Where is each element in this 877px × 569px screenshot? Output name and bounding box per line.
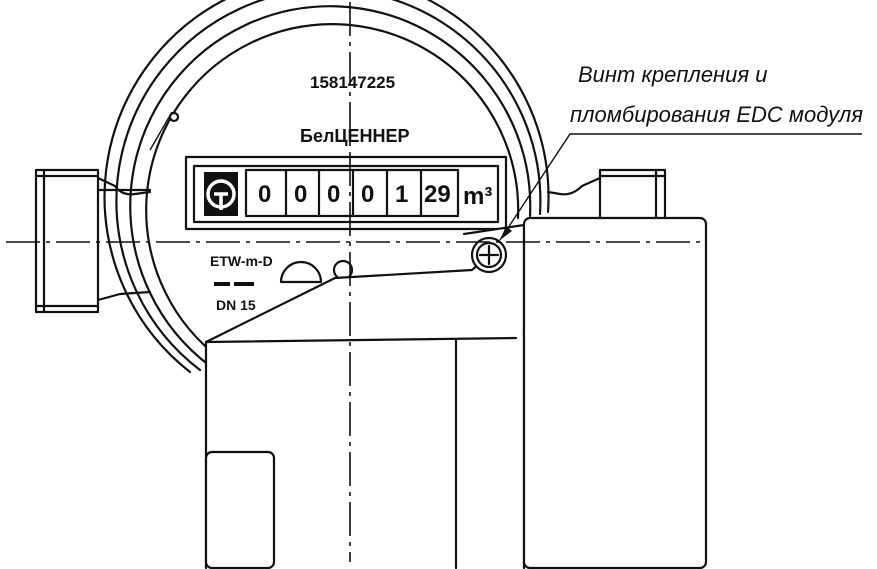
callout-text-line2: пломбирования EDC модуля: [570, 102, 863, 127]
manufacturer-logo-icon: [204, 172, 238, 216]
model-label: ETW-m-D: [210, 253, 273, 269]
left-pipe-connection: [34, 168, 152, 314]
model-dash-marks: [214, 282, 254, 286]
edc-module: [204, 216, 708, 569]
callout-leader: [499, 133, 862, 241]
counter-digit: 29: [424, 181, 451, 208]
counter-digit: 0: [327, 181, 340, 208]
sensor-dome: [279, 260, 323, 284]
right-pipe-connection: [546, 168, 667, 224]
serial-number: 158147225: [310, 73, 395, 92]
counter-digit: 1: [395, 181, 408, 208]
sealing-screw-icon: [470, 236, 508, 274]
meter-housing: [103, 0, 550, 374]
counter-digit: 0: [258, 181, 271, 208]
counter-window: 0 0 0 0 1 29 m³: [184, 155, 508, 231]
unit-label: m³: [463, 183, 492, 210]
edc-module-window: [204, 450, 276, 569]
counter-digit: 0: [294, 181, 307, 208]
centerlines: [6, 2, 700, 562]
brand-label: БелЦЕННЕР: [300, 126, 410, 146]
callout-text-line1: Винт крепления и: [578, 62, 768, 87]
counter-digit: 0: [361, 181, 374, 208]
edc-module-side: [522, 216, 708, 569]
nominal-diameter-label: DN 15: [216, 297, 256, 313]
